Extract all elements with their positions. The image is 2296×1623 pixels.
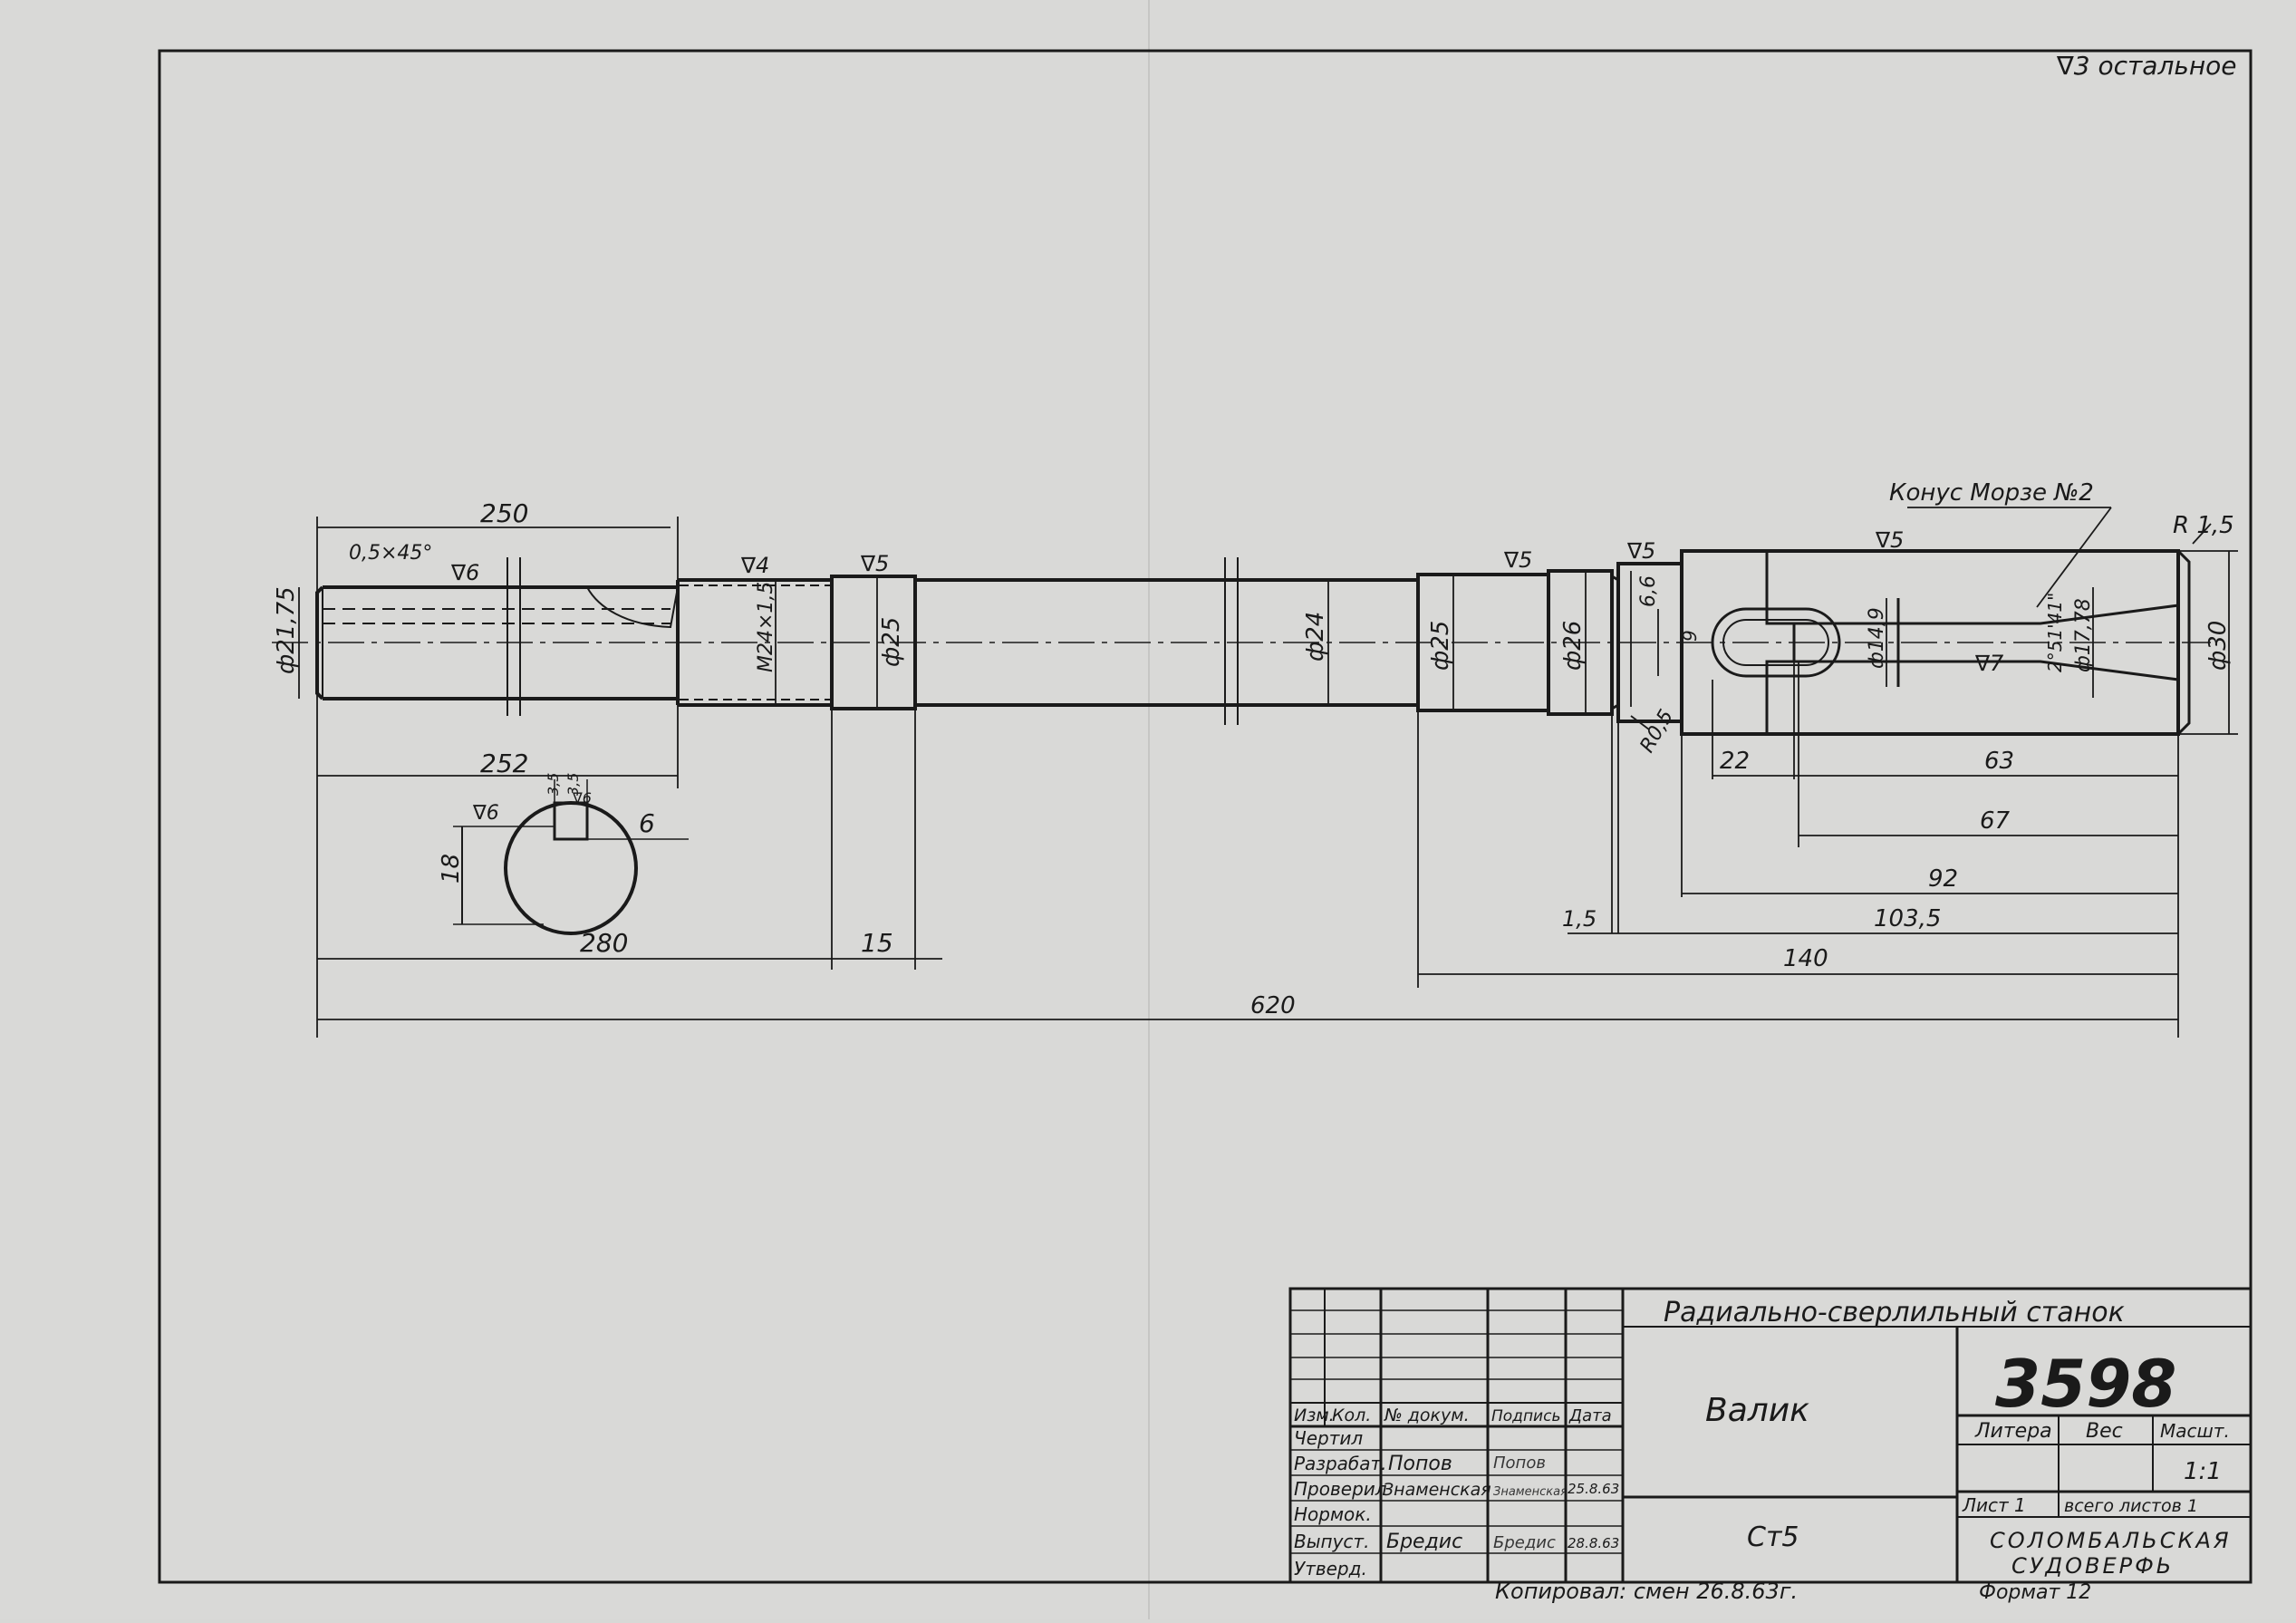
dim-d25b: ф25 (1427, 621, 1454, 671)
dim-d24: ф24 (1302, 612, 1329, 662)
machine-name: Радиально-сверлильный станок (1664, 1297, 2125, 1328)
dim-1-5: 1,5 (1562, 906, 1597, 932)
dimension-lines (298, 507, 2238, 1038)
org-line-2: СУДОВЕРФЬ (2011, 1553, 2174, 1579)
dim-3-5a: 3,5 (545, 773, 562, 796)
scale: 1:1 (2184, 1458, 2222, 1485)
date-1: 28.8.63 (1568, 1535, 1619, 1551)
hdr-kol: Кол. (1332, 1406, 1371, 1425)
signature-0: Попов (1493, 1454, 1546, 1473)
signature-1: Знаменская (1493, 1485, 1568, 1499)
role-0: Чертил (1294, 1427, 1363, 1449)
name-znamenskaya: Знаменская (1383, 1480, 1491, 1500)
hdr-date: Дата (1568, 1406, 1612, 1425)
dim-103-5: 103,5 (1874, 905, 1941, 932)
role-5: Утверд. (1294, 1558, 1367, 1580)
dim-6-6: 6,6 (1637, 575, 1660, 607)
dim-18: 18 (438, 854, 465, 884)
dim-140: 140 (1783, 945, 1828, 972)
dim-252: 252 (480, 749, 528, 778)
dimension-texts: 250 0,5×45° ∇6 ∇4 ∇5 ∇5 ∇5 ∇5 ∇7 Конус М… (273, 479, 2234, 1019)
role-4: Выпуст. (1294, 1531, 1369, 1552)
collar-d25 (830, 575, 917, 710)
hdr-ves: Вес (2086, 1420, 2123, 1443)
hdr-izm: Изм. (1294, 1406, 1335, 1425)
date-0: 25.8.63 (1568, 1481, 1619, 1497)
keyway (553, 801, 589, 841)
roughness-5a: ∇5 (860, 551, 889, 576)
cone-label: Конус Морзе №2 (1889, 479, 2094, 507)
dim-m24: М24×1,5 (755, 582, 777, 672)
dim-d17-78: ф17,78 (2072, 598, 2095, 672)
hdr-sign: Подпись (1491, 1407, 1560, 1425)
taper-section-bottom (1765, 660, 2180, 736)
dim-9: 9 (1679, 630, 1701, 642)
sheet-number: Лист 1 (1962, 1494, 2026, 1516)
copied-by: Копировал: смен 26.8.63г. (1495, 1579, 1798, 1604)
roughness-5d: ∇5 (1875, 527, 1904, 553)
name-bredis: Бредис (1386, 1531, 1462, 1553)
part-name: Валик (1705, 1392, 1809, 1429)
format: Формат 12 (1979, 1581, 2091, 1604)
dim-22: 22 (1720, 748, 1750, 775)
role-1: Разрабат. (1294, 1453, 1387, 1474)
hdr-litera: Литера (1974, 1420, 2052, 1443)
roughness-7: ∇7 (1974, 651, 2004, 676)
roughness-6a: ∇6 (450, 560, 479, 585)
role-2: Проверил (1294, 1478, 1387, 1500)
dim-67: 67 (1980, 807, 2011, 835)
dim-92: 92 (1928, 865, 1958, 893)
roughness-4: ∇4 (740, 553, 769, 578)
dim-d30: ф30 (2204, 621, 2232, 671)
material: Ст5 (1747, 1522, 1799, 1553)
sheet-frame (158, 49, 2253, 1584)
hdr-doc: № докум. (1384, 1406, 1470, 1425)
radius-1-5: R 1,5 (2173, 512, 2234, 539)
dim-d21-75: ф21,75 (273, 586, 300, 674)
role-3: Нормок. (1294, 1503, 1372, 1525)
dim-3-5b: 3,5 (564, 773, 582, 796)
section-d26 (1547, 569, 1614, 716)
local-section (585, 586, 680, 629)
dim-15: 15 (861, 928, 893, 958)
drawing-number: 3598 (1995, 1346, 2176, 1422)
roughness-6b: ∇6 (472, 802, 499, 825)
dim-chamfer: 0,5×45° (349, 542, 432, 565)
title-block (1288, 1287, 2253, 1584)
taper-section-top (1765, 549, 2180, 625)
dim-d25a: ф25 (878, 617, 905, 667)
org-line-1: СОЛОМБАЛЬСКАЯ (1990, 1528, 2232, 1553)
dim-620: 620 (1250, 992, 1296, 1019)
dim-angle: 2°51'41" (2044, 593, 2066, 672)
dim-250: 250 (480, 498, 528, 528)
hdr-masht: Масшт. (2160, 1420, 2230, 1442)
roughness-5b: ∇5 (1503, 547, 1532, 573)
title-block-text: Радиально-сверлильный станок 3598 Валик … (1294, 1297, 2232, 1604)
slot (1711, 607, 1841, 678)
name-popov: Попов (1388, 1453, 1452, 1475)
dim-280: 280 (580, 928, 628, 958)
cross-section (453, 779, 689, 935)
signature-2: Бредис (1493, 1533, 1556, 1552)
dim-d14-9: ф14,9 (1866, 607, 1888, 669)
roughness-note: ∇3 остальное (2056, 51, 2237, 81)
shaft (272, 549, 2211, 736)
roughness-6c: ∇6 (572, 789, 592, 807)
dim-63: 63 (1984, 748, 2014, 775)
dim-d26: ф26 (1559, 621, 1587, 671)
sheets-total: всего листов 1 (2064, 1496, 2198, 1516)
roughness-5c: ∇5 (1626, 538, 1655, 564)
dim-6: 6 (639, 808, 655, 838)
